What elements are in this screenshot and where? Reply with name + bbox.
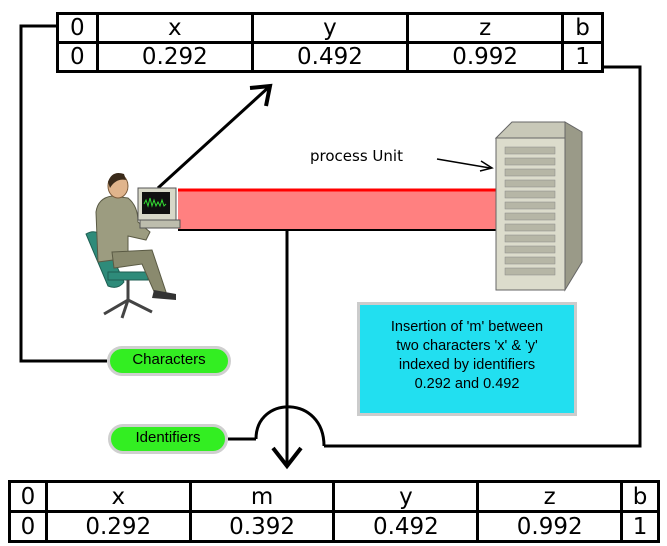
table-cell: 0 [56, 12, 99, 44]
table-cell: 0.292 [44, 510, 192, 543]
table-cell: 0 [8, 510, 48, 543]
table-cell: y [332, 480, 480, 513]
table-row: 0 x m y z b [8, 480, 660, 513]
table-cell: 0 [8, 480, 48, 513]
characters-label: Characters [107, 346, 231, 376]
table-row: 0 0.292 0.492 0.992 1 [56, 41, 604, 73]
table-cell: 1 [561, 41, 604, 73]
table-cell: 0 [56, 41, 99, 73]
table-cell: b [561, 12, 604, 44]
table-cell: z [476, 480, 624, 513]
arrow-up-head [249, 83, 273, 107]
person-at-computer-icon [85, 173, 181, 319]
label-pointer-head [479, 160, 494, 172]
process-unit-label: process Unit [310, 147, 403, 165]
insertion-note: Insertion of 'm' between two characters … [357, 302, 577, 416]
identifiers-label: Identifiers [108, 424, 228, 454]
connector-hop [254, 405, 326, 447]
table-cell: z [406, 12, 565, 44]
table-cell: 0.992 [406, 41, 565, 73]
table-cell: y [250, 12, 410, 44]
connector-characters [19, 24, 107, 363]
connector-right [324, 65, 642, 448]
label-pointer [436, 158, 491, 169]
table-cell: x [95, 12, 254, 44]
table-cell: m [188, 480, 336, 513]
table-cell: x [44, 480, 192, 513]
table-cell: 0.992 [476, 510, 624, 543]
table-cell: b [620, 480, 660, 513]
arrow-up-shaft [156, 84, 272, 190]
table-cell: 0.492 [250, 41, 410, 73]
table-cell: 0.292 [95, 41, 254, 73]
table-row: 0 x y z b [56, 12, 604, 44]
table-cell: 1 [620, 510, 660, 543]
table-row: 0 0.292 0.392 0.492 0.992 1 [8, 510, 660, 543]
bottom-identifier-table: 0 x m y z b 0 0.292 0.392 0.492 0.992 1 [8, 480, 660, 543]
beam [178, 190, 496, 230]
top-identifier-table: 0 x y z b 0 0.292 0.492 0.992 1 [56, 12, 604, 73]
server-tower-icon [494, 121, 583, 292]
arrow-down-head [271, 446, 303, 470]
table-cell: 0.492 [332, 510, 480, 543]
table-cell: 0.392 [188, 510, 336, 543]
